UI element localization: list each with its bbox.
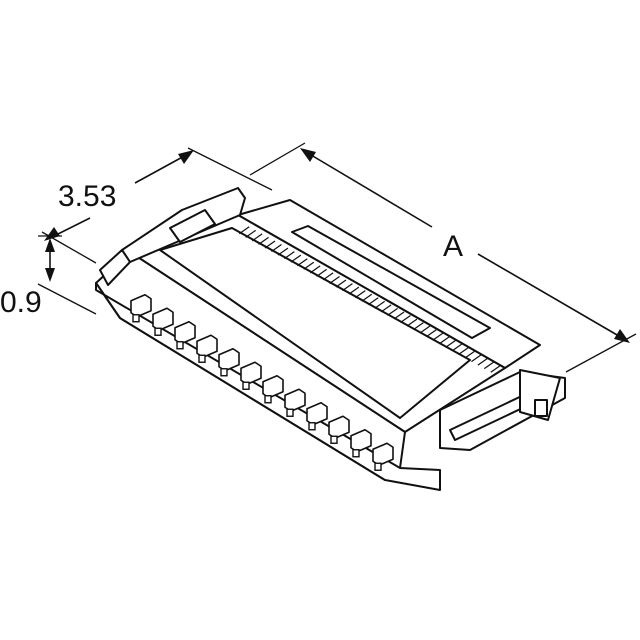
rear-contact <box>380 304 392 313</box>
rear-contact <box>348 286 360 295</box>
rear-contact <box>245 229 257 238</box>
rear-contact <box>432 332 444 341</box>
dimension-height: 0.9 <box>0 235 97 319</box>
front-terminal <box>174 320 196 350</box>
dimension-depth: 3.53 <box>41 147 273 264</box>
rear-contact <box>277 247 289 256</box>
front-terminal <box>262 374 284 404</box>
front-terminal <box>328 415 350 444</box>
rear-contact <box>374 300 386 309</box>
right-latch <box>439 369 566 451</box>
front-terminal <box>196 334 218 363</box>
height-extension-line-bottom <box>37 283 97 315</box>
rear-contact <box>329 275 340 284</box>
rear-contact <box>445 339 456 348</box>
height-label: 0.9 <box>0 286 42 319</box>
rear-contact <box>361 293 373 302</box>
rear-contact <box>284 251 295 260</box>
depth-arrow-upper <box>178 150 194 164</box>
depth-dimension-line-upper <box>134 153 189 184</box>
height-arrow-top <box>45 238 55 252</box>
rear-contact <box>251 233 263 242</box>
rear-contact <box>238 226 250 235</box>
front-terminal <box>306 401 328 431</box>
length-arrow-upper <box>300 148 316 162</box>
rear-contact <box>483 361 495 370</box>
front-terminal <box>130 293 152 323</box>
rear-contact <box>458 346 469 355</box>
rear-contact <box>387 307 398 316</box>
rear-contact <box>342 283 353 292</box>
front-terminal <box>152 307 174 336</box>
cable-slot <box>159 227 471 419</box>
rear-contact <box>393 311 405 320</box>
rear-contact <box>471 354 482 363</box>
rear-contact <box>477 357 489 366</box>
front-contacts <box>130 293 394 471</box>
rear-contact <box>296 258 308 267</box>
rear-contact <box>271 244 282 253</box>
rear-contacts <box>238 226 502 373</box>
rear-contact <box>316 268 327 277</box>
rear-contact <box>413 322 424 331</box>
dimension-length: A <box>249 142 637 373</box>
housing-base <box>95 282 441 491</box>
rear-contact <box>419 325 431 334</box>
height-arrow-bottom <box>45 268 55 282</box>
connector-body <box>95 187 566 491</box>
length-dimension-line-lower <box>477 253 625 340</box>
front-terminal <box>218 347 240 377</box>
left-latch <box>99 187 246 286</box>
rear-contact <box>438 336 450 345</box>
rear-contact <box>264 240 276 249</box>
length-label: A <box>443 230 463 263</box>
rear-rib-recess <box>291 225 491 339</box>
rear-contact <box>425 329 437 338</box>
rear-contact <box>303 261 315 270</box>
length-extension-line-a <box>249 142 306 176</box>
rear-contact <box>309 265 321 274</box>
rear-contact <box>406 318 418 327</box>
front-terminal <box>284 388 306 417</box>
front-terminal <box>240 361 262 390</box>
rear-contact <box>290 254 302 263</box>
rear-contact <box>490 364 502 373</box>
rear-contact <box>258 236 269 245</box>
depth-arrow-lower <box>44 227 60 241</box>
depth-label: 3.53 <box>58 180 116 213</box>
front-terminal <box>350 428 372 458</box>
rear-contact <box>367 297 379 306</box>
rear-contact <box>400 315 411 324</box>
length-arrow-lower <box>614 329 630 343</box>
front-terminal <box>372 442 394 471</box>
rear-contact <box>354 290 366 299</box>
rear-contact <box>451 343 463 352</box>
rear-contact <box>335 279 347 288</box>
length-dimension-line-upper <box>305 151 433 228</box>
rear-contact <box>464 350 476 359</box>
depth-extension-line-a <box>187 147 273 191</box>
rear-contact <box>322 272 334 281</box>
